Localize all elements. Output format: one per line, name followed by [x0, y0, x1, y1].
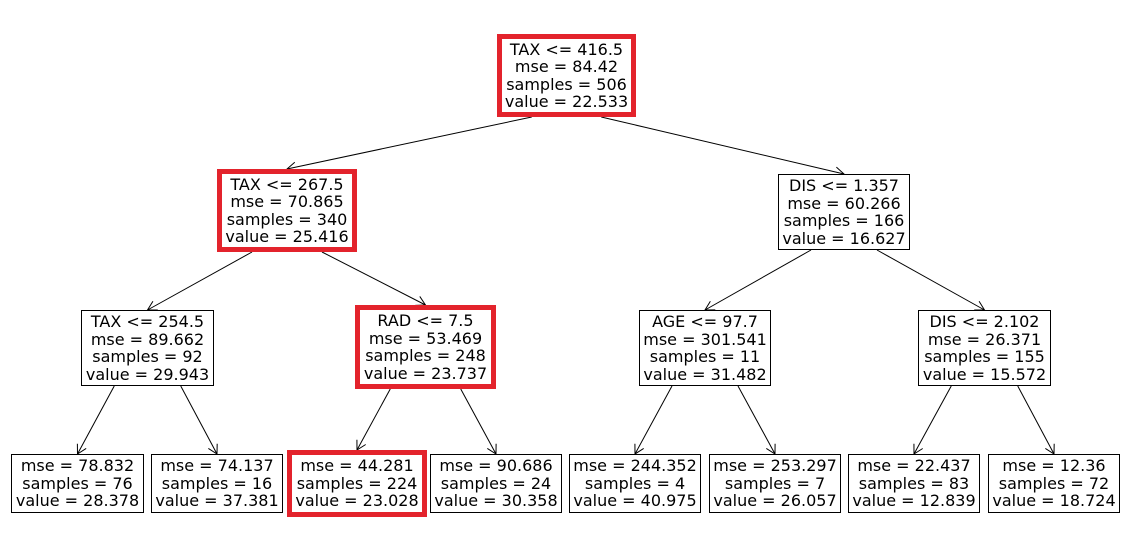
node-split-label: DIS <= 1.357 — [789, 176, 899, 195]
node-value-label: value = 22.533 — [504, 92, 629, 111]
tree-edge-arrow — [356, 388, 391, 451]
node-samples-label: samples = 92 — [92, 347, 203, 366]
node-mse-label: mse = 253.297 — [713, 456, 837, 476]
node-value-label: value = 40.975 — [573, 491, 697, 511]
tree-edge-arrow — [285, 116, 532, 173]
node-value-label: value = 25.416 — [225, 227, 349, 246]
tree-node: RAD <= 7.5 mse = 53.469 samples = 248 va… — [355, 305, 496, 389]
node-samples-label: samples = 72 — [998, 473, 1110, 493]
node-mse-label: mse = 70.865 — [230, 192, 344, 211]
node-split-label: TAX <= 254.5 — [90, 312, 205, 331]
tree-leaf: mse = 244.352 samples = 4 value = 40.975 — [569, 454, 701, 513]
tree-edge-arrow — [321, 251, 427, 306]
tree-leaf: mse = 78.832 samples = 76 value = 28.378 — [11, 454, 144, 513]
node-value-label: value = 12.839 — [852, 491, 976, 511]
tree-leaf: mse = 90.686 samples = 24 value = 30.358 — [430, 454, 562, 513]
node-samples-label: samples = 24 — [440, 473, 552, 493]
tree-edge-arrow — [601, 116, 846, 178]
node-samples-label: samples = 506 — [506, 74, 627, 94]
node-mse-label: mse = 90.686 — [439, 456, 553, 476]
node-samples-label: samples = 224 — [296, 473, 418, 493]
tree-leaf: mse = 22.437 samples = 83 value = 12.839 — [848, 454, 980, 513]
node-value-label: value = 18.724 — [992, 491, 1116, 511]
tree-edge-arrow — [634, 385, 673, 455]
node-value-label: value = 30.358 — [434, 491, 558, 511]
tree-leaf: mse = 253.297 samples = 7 value = 26.057 — [709, 454, 841, 513]
node-samples-label: samples = 83 — [858, 473, 970, 493]
node-mse-label: mse = 12.36 — [1002, 456, 1106, 476]
node-value-label: value = 26.057 — [713, 491, 837, 511]
node-samples-label: samples = 16 — [161, 473, 273, 493]
tree-edge-arrow — [876, 249, 986, 311]
tree-edge-arrow — [1017, 385, 1055, 455]
tree-node: DIS <= 1.357 mse = 60.266 samples = 166 … — [778, 174, 910, 250]
node-value-label: value = 15.572 — [922, 364, 1047, 384]
node-mse-label: mse = 60.266 — [787, 193, 901, 213]
node-samples-label: samples = 7 — [724, 473, 826, 493]
tree-leaf: mse = 44.281 samples = 224 value = 23.02… — [287, 450, 427, 517]
node-value-label: value = 28.378 — [15, 491, 140, 511]
node-value-label: value = 16.627 — [782, 228, 906, 248]
node-mse-label: mse = 74.137 — [160, 456, 274, 476]
tree-edge-arrow — [704, 249, 812, 311]
node-mse-label: mse = 44.281 — [300, 456, 414, 476]
node-samples-label: samples = 248 — [365, 346, 486, 365]
node-value-label: value = 23.028 — [295, 491, 419, 511]
node-split-label: TAX <= 267.5 — [230, 174, 344, 194]
node-mse-label: mse = 301.541 — [643, 329, 767, 349]
node-value-label: value = 31.482 — [643, 364, 767, 384]
node-mse-label: mse = 26.371 — [927, 329, 1042, 349]
node-samples-label: samples = 11 — [649, 347, 761, 366]
node-samples-label: samples = 4 — [584, 473, 686, 493]
node-split-label: TAX <= 416.5 — [509, 39, 624, 59]
tree-edge-arrow — [913, 385, 952, 455]
node-value-label: value = 29.943 — [85, 364, 210, 384]
node-value-label: value = 23.737 — [363, 363, 488, 383]
node-mse-label: mse = 22.437 — [857, 456, 971, 476]
tree-edge-arrow — [146, 251, 253, 311]
node-samples-label: samples = 76 — [22, 473, 133, 493]
tree-node: AGE <= 97.7 mse = 301.541 samples = 11 v… — [639, 310, 771, 386]
tree-node-root: TAX <= 416.5 mse = 84.42 samples = 506 v… — [497, 34, 636, 117]
tree-edge-arrow — [76, 385, 115, 455]
node-samples-label: samples = 155 — [924, 347, 1045, 366]
tree-node: TAX <= 267.5 mse = 70.865 samples = 340 … — [217, 169, 357, 252]
node-mse-label: mse = 244.352 — [573, 456, 697, 476]
node-split-label: AGE <= 97.7 — [652, 312, 758, 331]
node-split-label: DIS <= 2.102 — [929, 312, 1040, 331]
node-mse-label: mse = 78.832 — [20, 456, 135, 476]
tree-leaf: mse = 12.36 samples = 72 value = 18.724 — [988, 454, 1120, 513]
tree-node: DIS <= 2.102 mse = 26.371 samples = 155 … — [918, 310, 1051, 386]
tree-leaf: mse = 74.137 samples = 16 value = 37.381 — [151, 454, 283, 513]
node-samples-label: samples = 166 — [783, 211, 905, 230]
tree-edge-arrow — [737, 385, 776, 455]
node-mse-label: mse = 89.662 — [90, 329, 205, 349]
tree-edge-arrow — [180, 385, 218, 455]
node-mse-label: mse = 84.42 — [514, 57, 619, 76]
tree-edge-arrow — [460, 388, 497, 455]
node-samples-label: samples = 340 — [226, 209, 348, 229]
node-value-label: value = 37.381 — [155, 491, 279, 511]
tree-node: TAX <= 254.5 mse = 89.662 samples = 92 v… — [81, 310, 214, 386]
node-mse-label: mse = 53.469 — [368, 328, 483, 348]
node-split-label: RAD <= 7.5 — [377, 311, 474, 330]
